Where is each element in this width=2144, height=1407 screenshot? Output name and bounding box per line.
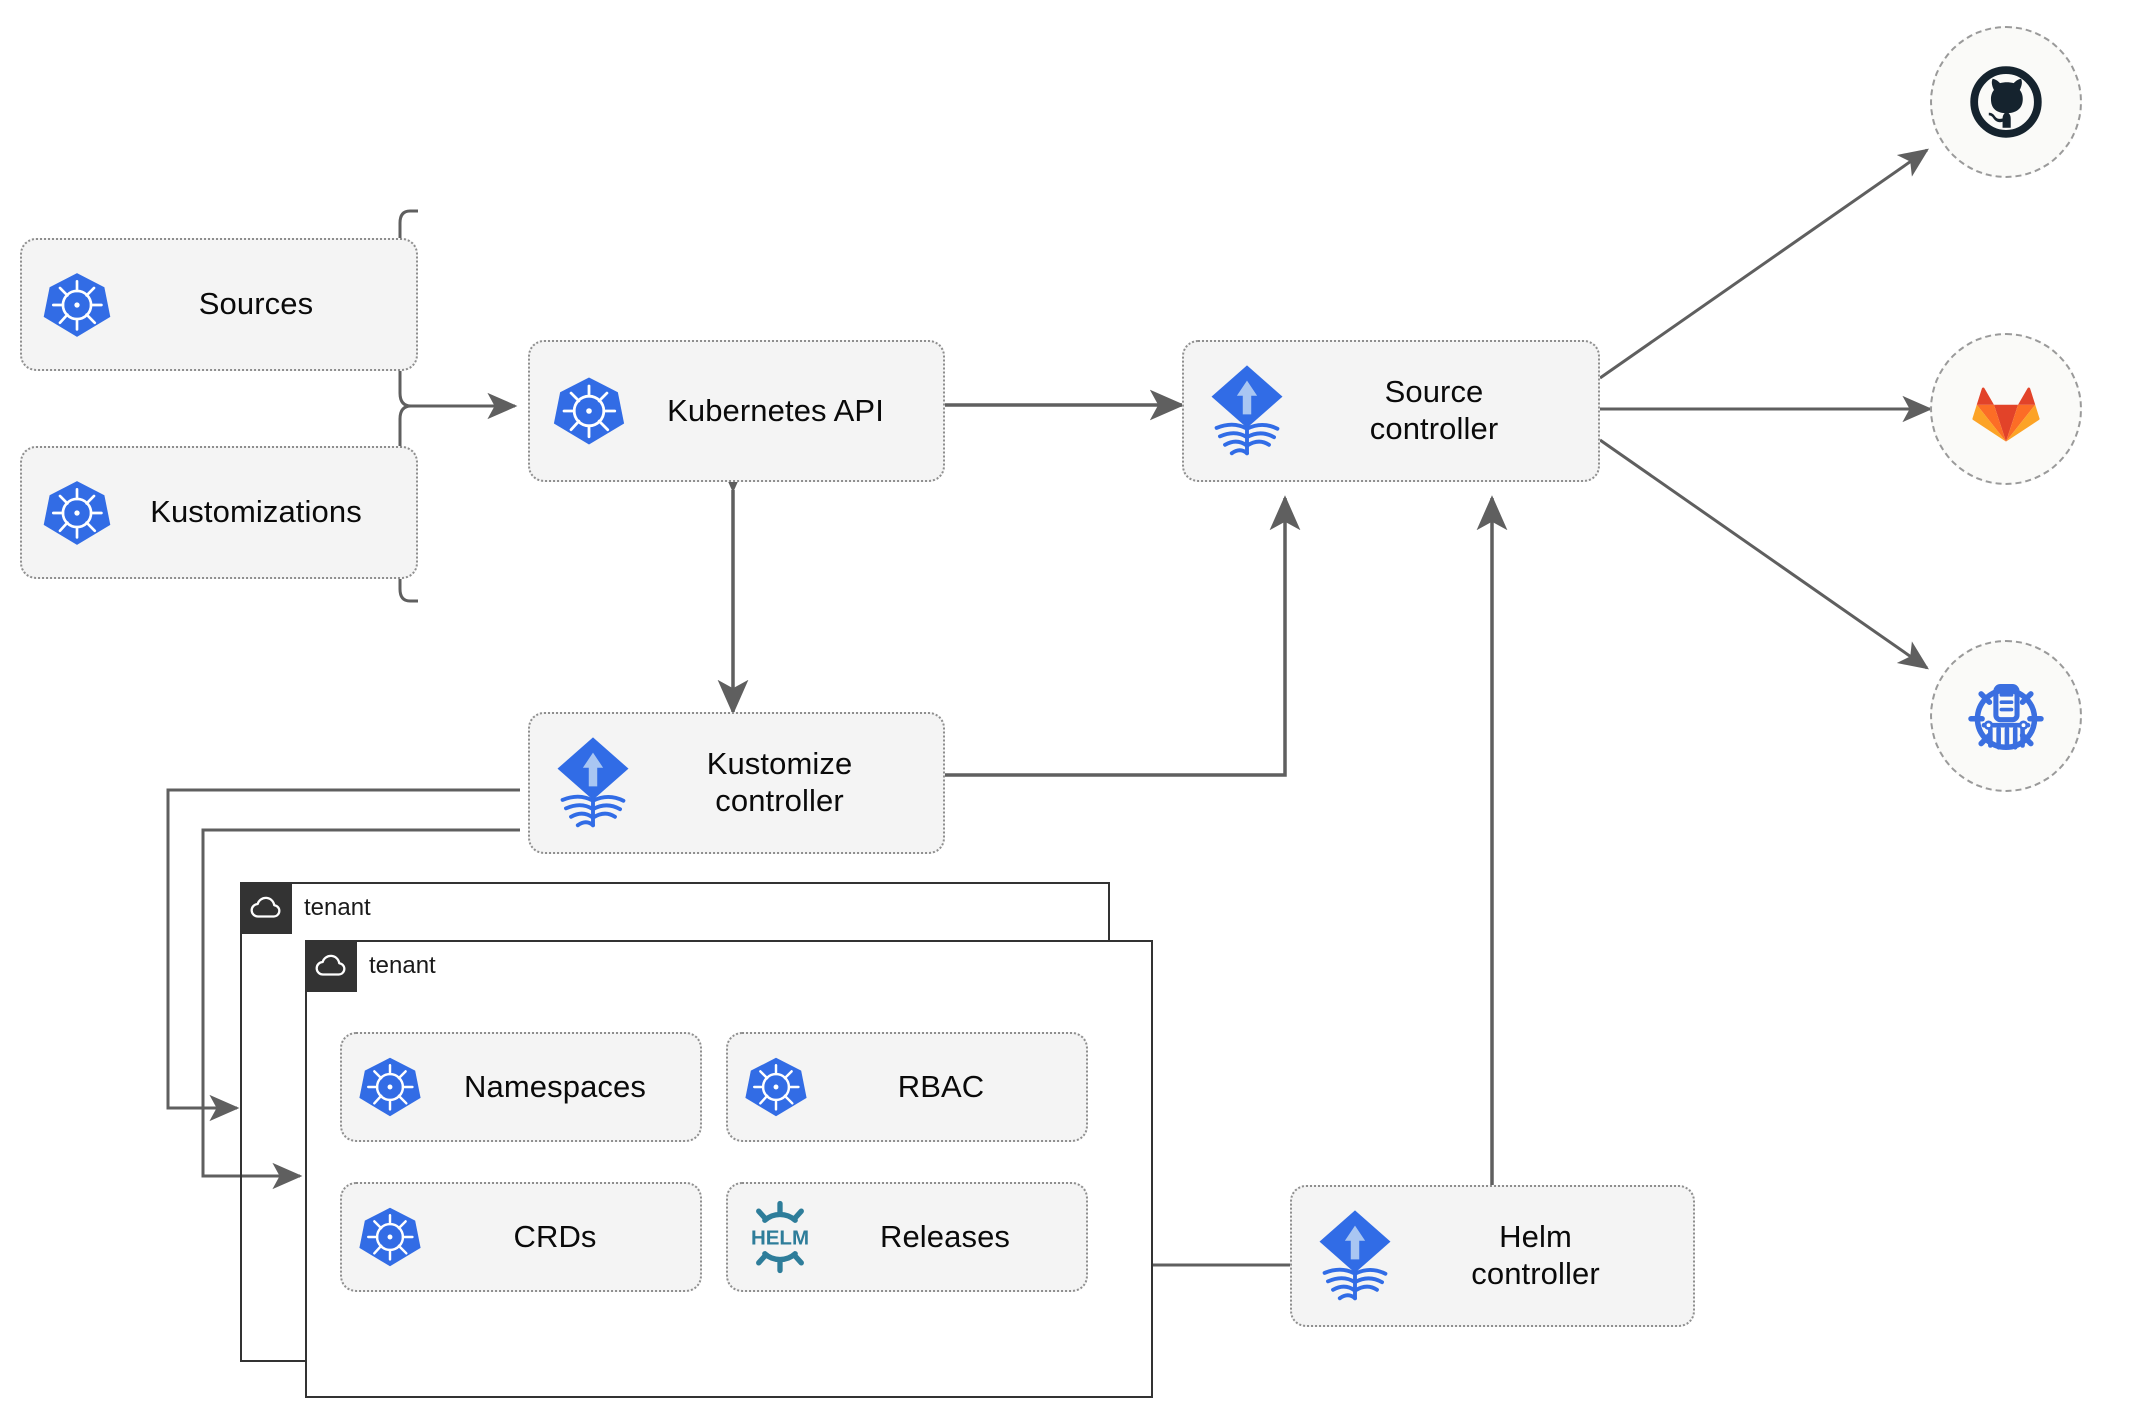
- node-label: Kustomize controller: [706, 746, 853, 818]
- tenant-resource-label: CRDs: [513, 1218, 597, 1254]
- edge-kustomize-sourcecontroller: [945, 495, 1301, 777]
- flux-icon: [1312, 1207, 1398, 1305]
- cloud-icon: [239, 881, 292, 934]
- tenant-resource-releases[interactable]: HELM Releases: [726, 1182, 1088, 1292]
- tenant-resource-rbac[interactable]: RBAC: [726, 1032, 1088, 1142]
- flux-icon: [550, 734, 636, 832]
- node-sources[interactable]: Sources: [20, 238, 418, 371]
- tenant-container-inner: tenant: [304, 939, 1153, 1398]
- kubernetes-icon: [742, 1053, 810, 1121]
- kubernetes-icon: [40, 268, 114, 342]
- svg-text:HELM: HELM: [751, 1227, 809, 1250]
- flux-icon: [1204, 362, 1290, 460]
- repo-helm-repository[interactable]: [1930, 640, 2082, 792]
- kubernetes-icon: [550, 372, 628, 450]
- edge-sourcecontroller-github: [1599, 148, 1929, 380]
- tenant-resource-namespaces[interactable]: Namespaces: [340, 1032, 702, 1142]
- node-label: Sources: [198, 286, 314, 322]
- edge-sourcecontroller-helmrepo: [1599, 438, 1929, 670]
- kubernetes-icon: [356, 1203, 424, 1271]
- node-label: Kustomizations: [150, 494, 362, 530]
- node-kustomizations[interactable]: Kustomizations: [20, 446, 418, 579]
- node-helm-controller[interactable]: Helm controller: [1290, 1185, 1695, 1327]
- kubernetes-icon: [40, 476, 114, 550]
- tenant-resource-label: Releases: [879, 1218, 1011, 1254]
- helm-repository-icon: [1968, 684, 2044, 751]
- tenant-label: tenant: [304, 894, 371, 921]
- helm-icon: HELM: [742, 1199, 818, 1275]
- node-label: Kubernetes API: [667, 392, 884, 428]
- node-kustomize-controller[interactable]: Kustomize controller: [528, 712, 945, 854]
- node-source-controller[interactable]: Source controller: [1182, 340, 1600, 482]
- tenant-resource-crds[interactable]: CRDs: [340, 1182, 702, 1292]
- node-label: Source controller: [1369, 374, 1499, 446]
- github-icon: [1970, 66, 2042, 138]
- cloud-icon: [304, 939, 357, 992]
- tenant-label: tenant: [369, 952, 436, 979]
- tenant-resource-label: Namespaces: [464, 1068, 646, 1104]
- tenant-resource-label: RBAC: [897, 1068, 985, 1104]
- repo-gitlab[interactable]: [1930, 333, 2082, 485]
- kubernetes-icon: [356, 1053, 424, 1121]
- gitlab-icon: [1972, 387, 2040, 442]
- node-label: Helm controller: [1471, 1219, 1600, 1291]
- repo-github[interactable]: [1930, 26, 2082, 178]
- node-kubernetes-api[interactable]: Kubernetes API: [528, 340, 945, 482]
